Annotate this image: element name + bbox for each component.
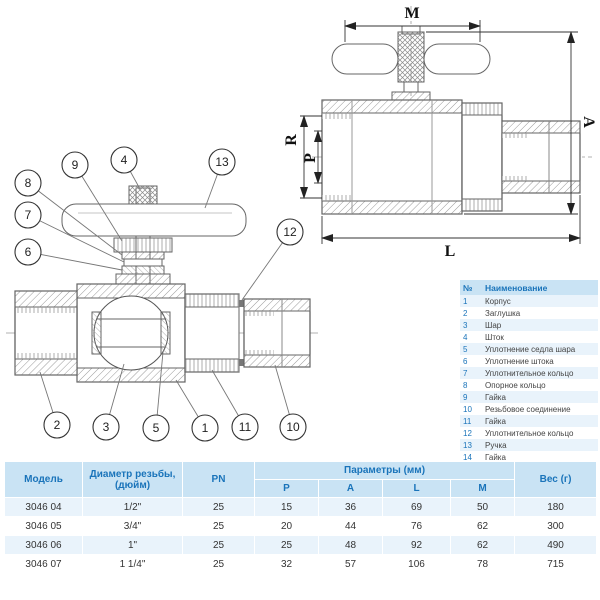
spec-row: 3046 07 1 1/4" 25 32 57 106 78 715 (4, 554, 598, 574)
support-ring (121, 251, 165, 260)
spec-header-weight: Вес (г) (514, 461, 598, 498)
spec-header-row-1: Модель Диаметр резьбы, (дюйм) PN Парамет… (4, 461, 598, 498)
dim-label-m: M (404, 5, 419, 22)
svg-text:6: 6 (25, 245, 32, 259)
callout-9: 9 (61, 151, 123, 242)
spec-row: 3046 06 1" 25 25 48 92 62 490 (4, 535, 598, 555)
ball-seat-right (160, 311, 171, 355)
callout-1: 1 (175, 379, 219, 442)
parts-table-header: № Наименование (460, 280, 598, 295)
svg-text:12: 12 (283, 225, 297, 239)
valve-handle-side (61, 203, 247, 237)
svg-text:5: 5 (153, 421, 160, 435)
svg-text:8: 8 (25, 176, 32, 190)
ball (93, 295, 169, 371)
stem-top (403, 81, 419, 93)
dim-label-l: L (445, 243, 456, 260)
callout-4: 4 (110, 146, 141, 190)
dim-P: P (302, 130, 322, 184)
dim-M: M (344, 5, 481, 42)
svg-text:11: 11 (239, 420, 252, 434)
spec-header-diameter: Диаметр резьбы, (дюйм) (82, 461, 183, 498)
callout-2: 2 (39, 371, 71, 439)
stem-nut (128, 185, 158, 205)
gland-nut (113, 237, 173, 253)
callout-6: 6 (14, 238, 123, 271)
svg-text:4: 4 (121, 153, 128, 167)
dim-label-p: P (302, 153, 319, 163)
technical-drawing: 9 4 13 8 7 (6, 5, 597, 442)
union-seal-top (239, 300, 244, 307)
stem-seal (121, 265, 165, 275)
spec-header-params: Параметры (мм) (253, 461, 516, 480)
callout-10: 10 (274, 364, 307, 441)
dim-R: R (283, 115, 322, 199)
o-ring (123, 258, 163, 267)
callout-5: 5 (142, 351, 170, 442)
svg-text:13: 13 (215, 155, 229, 169)
spec-header-a: A (318, 479, 383, 498)
svg-text:9: 9 (72, 158, 79, 172)
callout-3: 3 (92, 363, 125, 441)
handle-wing-right (423, 43, 491, 75)
spec-header-l: L (382, 479, 451, 498)
callouts: 9 4 13 8 7 (14, 146, 307, 442)
svg-text:1: 1 (202, 421, 209, 435)
spec-header-row-2: P A L M (5, 479, 597, 498)
dim-A: A (426, 31, 597, 215)
dim-label-r: R (283, 134, 300, 146)
dimensions: M A R P (283, 5, 597, 260)
callout-13: 13 (204, 148, 236, 209)
side-view (312, 6, 592, 215)
callout-12: 12 (241, 218, 304, 301)
ball-seat-left (91, 311, 102, 355)
spec-header-pn: PN (182, 461, 255, 498)
svg-text:7: 7 (25, 208, 32, 222)
handle-wing-left (331, 43, 399, 75)
dim-L: L (321, 195, 581, 260)
spec-header-model: Модель (4, 461, 83, 498)
body-neck-2 (391, 91, 431, 101)
parts-header-num: № (460, 280, 482, 295)
spec-row: 3046 05 3/4" 25 20 44 76 62 300 (4, 516, 598, 536)
union-seal-bottom (239, 359, 244, 366)
svg-text:3: 3 (103, 420, 110, 434)
svg-text:2: 2 (54, 418, 61, 432)
callout-7: 7 (14, 201, 125, 263)
parts-header-name: Наименование (482, 280, 598, 295)
spec-header-p: P (254, 479, 319, 498)
spec-table: Модель Диаметр резьбы, (дюйм) PN Парамет… (4, 461, 598, 574)
union-nut-2 (461, 102, 503, 212)
spec-row: 3046 04 1/2" 25 15 36 69 50 180 (4, 497, 598, 517)
dim-label-a: A (580, 116, 597, 128)
callout-11: 11 (211, 369, 259, 441)
svg-text:10: 10 (286, 420, 300, 434)
section-view (6, 185, 318, 383)
spec-header-m: M (449, 479, 516, 498)
handle-boss (397, 31, 425, 83)
callout-8: 8 (14, 169, 123, 256)
